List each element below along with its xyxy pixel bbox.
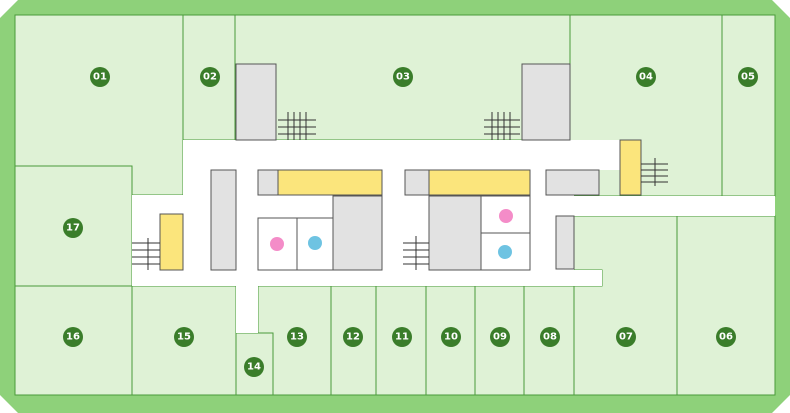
room-badge-02: 02	[200, 67, 220, 87]
room-badge-16: 16	[63, 327, 83, 347]
room-badge-09: 09	[490, 327, 510, 347]
svg-text:05: 05	[741, 72, 755, 83]
restroom-male-icon	[308, 236, 322, 250]
room-badge-15: 15	[174, 327, 194, 347]
room-badge-04: 04	[636, 67, 656, 87]
core-box	[257, 169, 279, 196]
svg-text:09: 09	[493, 332, 507, 343]
utility-block	[277, 169, 383, 196]
svg-text:12: 12	[346, 332, 360, 343]
svg-text:02: 02	[203, 72, 217, 83]
core-column	[210, 169, 237, 271]
stairs-icon	[278, 112, 316, 140]
core-box	[555, 215, 575, 270]
stairs-icon	[484, 112, 520, 140]
stairs-icon	[132, 238, 160, 270]
restroom-female-icon	[499, 209, 513, 223]
room-05[interactable]	[721, 14, 776, 197]
room-badge-01: 01	[90, 67, 110, 87]
utility-block	[619, 139, 642, 196]
room-badge-07: 07	[616, 327, 636, 347]
svg-text:11: 11	[395, 332, 409, 343]
core-box	[404, 169, 430, 196]
svg-text:04: 04	[639, 72, 653, 83]
utility-block	[159, 213, 184, 271]
restroom-male-icon	[498, 245, 512, 259]
svg-text:03: 03	[396, 72, 410, 83]
room-badge-08: 08	[540, 327, 560, 347]
restroom-female-icon	[270, 237, 284, 251]
room-badge-13: 13	[287, 327, 307, 347]
corridor-spine	[236, 286, 258, 333]
room-badge-14: 14	[244, 357, 264, 377]
restroom-male	[296, 217, 334, 271]
room-badge-12: 12	[343, 327, 363, 347]
room-badge-11: 11	[392, 327, 412, 347]
room-06[interactable]	[676, 215, 776, 396]
elevator-shaft	[521, 63, 571, 141]
corridor-right	[570, 196, 775, 216]
corridor-lower	[132, 270, 602, 286]
room-badge-03: 03	[393, 67, 413, 87]
room-badge-17: 17	[63, 218, 83, 238]
svg-text:17: 17	[66, 223, 80, 234]
room-badge-10: 10	[441, 327, 461, 347]
svg-text:01: 01	[93, 72, 107, 83]
room-07[interactable]	[573, 215, 678, 396]
corridor-upper	[183, 140, 640, 170]
svg-text:07: 07	[619, 332, 633, 343]
svg-text:08: 08	[543, 332, 557, 343]
room-badge-05: 05	[738, 67, 758, 87]
utility-block	[428, 169, 531, 196]
stairs-icon	[403, 236, 429, 270]
core-box	[332, 195, 383, 271]
svg-text:15: 15	[177, 332, 191, 343]
svg-text:06: 06	[719, 332, 733, 343]
room-badge-06: 06	[716, 327, 736, 347]
svg-text:10: 10	[444, 332, 458, 343]
svg-text:16: 16	[66, 332, 80, 343]
svg-text:13: 13	[290, 332, 304, 343]
elevator-shaft	[235, 63, 277, 141]
stairs-icon	[641, 158, 668, 186]
svg-text:14: 14	[247, 362, 261, 373]
core-box	[545, 169, 600, 196]
core-box	[428, 195, 482, 271]
